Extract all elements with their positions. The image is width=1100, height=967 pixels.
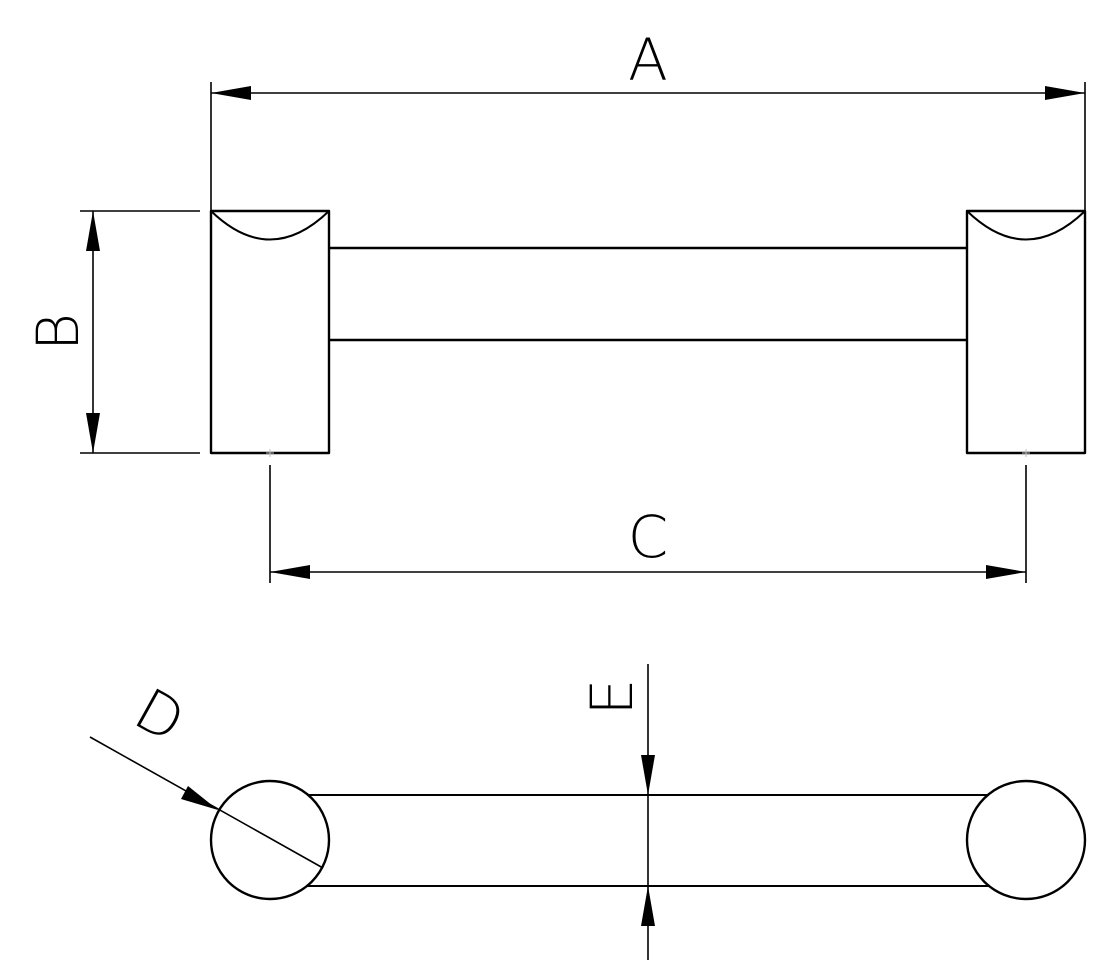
arrow-e-bottom <box>641 886 655 926</box>
dimension-a: A <box>210 26 1086 211</box>
dimension-b: B <box>24 210 200 454</box>
label-b: B <box>24 313 92 351</box>
arrow-d <box>181 786 218 810</box>
label-a: A <box>628 26 668 94</box>
arrow-a-right <box>1045 86 1085 100</box>
top-view <box>209 779 1087 901</box>
left-post <box>209 209 331 455</box>
arrow-b-bottom <box>86 413 100 453</box>
front-view <box>209 209 1087 457</box>
arrow-a-left <box>211 86 251 100</box>
label-c: C <box>628 503 669 571</box>
top-view-post-left <box>209 779 331 901</box>
label-d: D <box>124 675 196 756</box>
arrow-e-top <box>641 755 655 795</box>
right-post <box>965 209 1087 455</box>
center-mark-right <box>1022 449 1030 457</box>
arrow-b-top <box>86 211 100 251</box>
top-view-post-right <box>965 779 1087 901</box>
arrow-c-right <box>986 565 1026 579</box>
arrow-c-left <box>270 565 310 579</box>
dimension-e: E <box>578 664 655 960</box>
dimension-c: C <box>269 465 1027 583</box>
handle-bar <box>309 246 987 342</box>
center-mark-left <box>266 449 274 457</box>
label-e: E <box>578 679 646 716</box>
